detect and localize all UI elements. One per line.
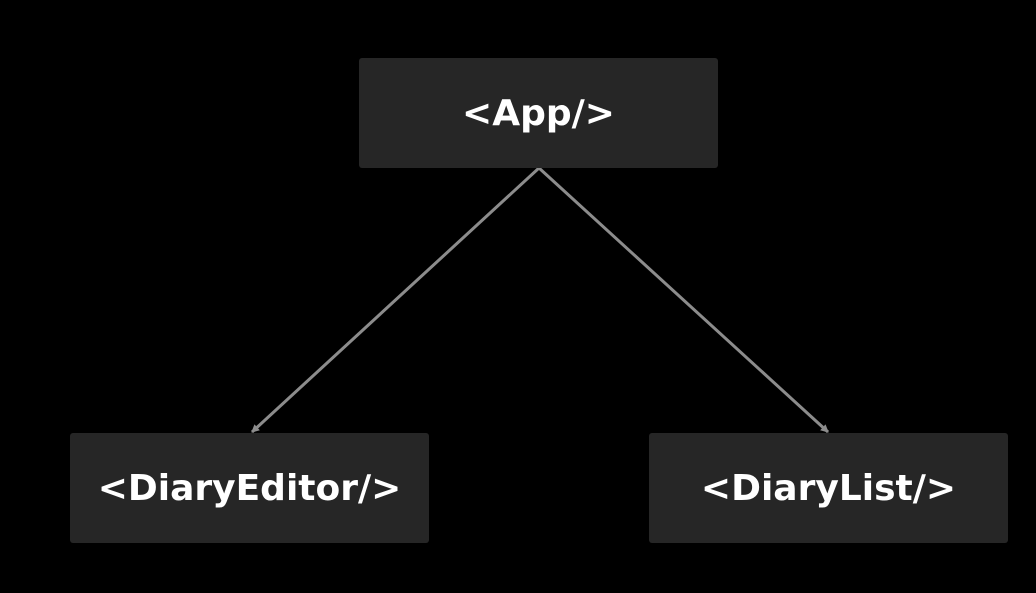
node-diary-editor: <DiaryEditor/>: [70, 433, 429, 543]
node-diary-list-label: <DiaryList/>: [700, 467, 957, 509]
node-diary-editor-label: <DiaryEditor/>: [97, 467, 402, 509]
node-app-label: <App/>: [462, 92, 615, 134]
edge-app-to-diary-list: [537, 166, 830, 434]
node-diary-list: <DiaryList/>: [649, 433, 1008, 543]
edge-app-to-diary-editor: [250, 166, 541, 434]
node-app: <App/>: [359, 58, 718, 168]
